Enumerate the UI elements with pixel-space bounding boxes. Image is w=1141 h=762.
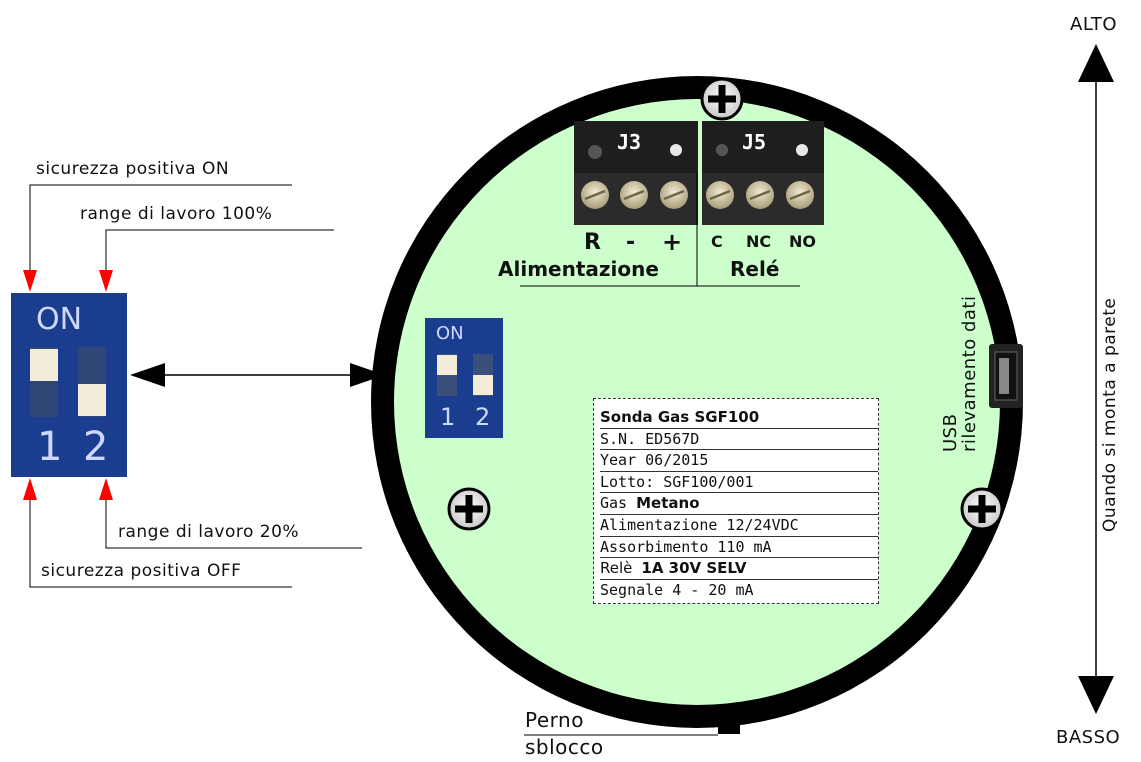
plate-signal: Segnale 4 - 20 mA — [600, 578, 878, 601]
screw-icon — [447, 487, 491, 531]
connector-j3 — [574, 121, 698, 225]
callout-range-100: range di lavoro 100% — [80, 204, 273, 224]
usb-port-icon — [989, 344, 1023, 408]
top-label: ALTO — [1070, 14, 1118, 35]
callout-arrowheads — [23, 270, 113, 500]
plate-absorption: Assorbimento 110 mA — [600, 535, 878, 558]
pin-nc-label: NC — [746, 232, 772, 251]
dip-switch-2-label: 2 — [83, 424, 109, 470]
callout-range-20: range di lavoro 20% — [118, 522, 300, 542]
connector-j5-label: J5 — [742, 130, 767, 154]
pin-minus-label: - — [626, 230, 636, 255]
pin-r-label: R — [584, 230, 601, 255]
callout-positive-on: sicurezza positiva ON — [36, 159, 230, 179]
double-arrow — [130, 363, 385, 387]
screw-icon — [700, 77, 744, 121]
plate-lot: Lotto: SGF100/001 — [600, 470, 878, 493]
connector-divider — [520, 172, 800, 287]
plate-relay-value: 1A 30V SELV — [641, 559, 747, 578]
connector-j3-label: J3 — [617, 130, 642, 154]
unlock-pin-label-2: sblocco — [525, 735, 604, 759]
screw-icon — [960, 487, 1004, 531]
onboard-dip-on-label: ON — [436, 323, 464, 344]
pin-no-label: NO — [789, 232, 816, 251]
callout-positive-off: sicurezza positiva OFF — [41, 561, 242, 581]
unlock-pin-label-1: Perno — [525, 708, 584, 732]
plate-title: Sonda Gas SGF100 — [600, 408, 760, 426]
connector-j5 — [702, 121, 824, 225]
pin-c-label: C — [711, 232, 723, 251]
orientation-arrow — [1078, 44, 1114, 714]
dip-on-label: ON — [36, 302, 83, 337]
onboard-dip-1-label: 1 — [440, 403, 456, 431]
plate-gas-label: Gas — [600, 494, 628, 513]
dip-switch-1-label: 1 — [37, 424, 63, 470]
callout-lines — [29, 184, 362, 588]
bottom-label: BASSO — [1056, 727, 1121, 748]
plate-serial: S.N. ED567D — [600, 427, 878, 450]
rating-plate: Sonda Gas SGF100 S.N. ED567D Year 06/201… — [593, 398, 879, 604]
onboard-dip-2-label: 2 — [475, 403, 491, 431]
wall-mount-note: Quando si monta a parete — [1100, 297, 1120, 532]
power-group-label: Alimentazione — [498, 257, 659, 281]
onboard-dip-switch — [425, 318, 503, 438]
pin-plus-label: + — [662, 228, 683, 256]
dip-switch-enlarged — [11, 293, 127, 477]
plate-gas-value: Metano — [636, 494, 700, 513]
plate-power: Alimentazione 12/24VDC — [600, 513, 878, 536]
plate-year: Year 06/2015 — [600, 449, 878, 471]
relay-group-label: Relé — [730, 257, 780, 281]
usb-data-label: rilevamento dati — [959, 295, 980, 452]
unlock-pin — [718, 710, 740, 734]
plate-relay-label: Relè — [600, 559, 633, 578]
usb-label: USB — [940, 413, 961, 452]
